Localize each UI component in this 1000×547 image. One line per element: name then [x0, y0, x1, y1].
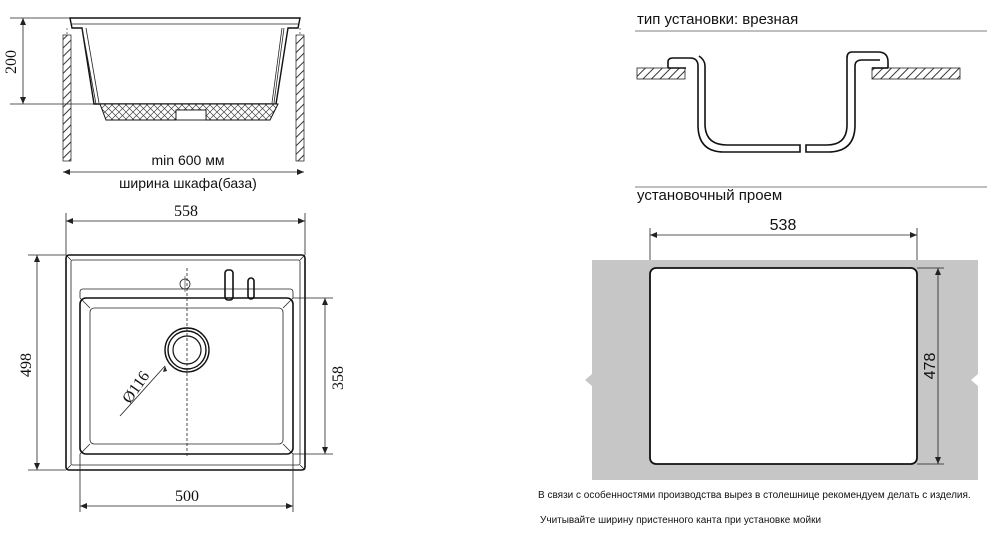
overflow-mark: [247, 277, 255, 300]
dispenser-mark: [224, 269, 234, 301]
installation-type: тип установки: врезная: [635, 11, 987, 153]
cutout-depth-dim: 478: [922, 353, 939, 380]
cutout-label: установочный проем: [637, 187, 782, 204]
cabinet-wall-left: [62, 34, 72, 162]
side-height-label: 200: [3, 50, 20, 74]
cabinet-wall-right: [295, 34, 305, 162]
drain: [119, 268, 210, 458]
wall-edge-note: Учитывайте ширину пристенного канта при …: [540, 515, 821, 526]
side-view: 200 min 600 мм ширина шкафа(база): [3, 17, 305, 191]
min-width-label: min 600 мм: [152, 152, 225, 168]
bowl-depth-dim: 358: [330, 366, 347, 390]
sink-top-outline: [65, 254, 306, 471]
installation-cutout: установочный проем 538 478: [585, 186, 987, 480]
installation-type-label: тип установки: врезная: [637, 11, 798, 28]
production-note: В связи с особенностями производства выр…: [538, 489, 971, 501]
sink-profile: [69, 17, 301, 121]
outer-depth-dim: 498: [18, 353, 35, 377]
cutout-width-dim: 538: [770, 217, 797, 234]
cutout-opening: [649, 267, 918, 465]
top-view: 558 498: [18, 203, 347, 512]
outer-width-dim: 558: [174, 203, 198, 220]
drain-diameter-dim: Ø116: [119, 368, 153, 406]
bowl-width-dim: 500: [175, 488, 199, 505]
cabinet-width-label: ширина шкафа(база): [119, 175, 257, 191]
